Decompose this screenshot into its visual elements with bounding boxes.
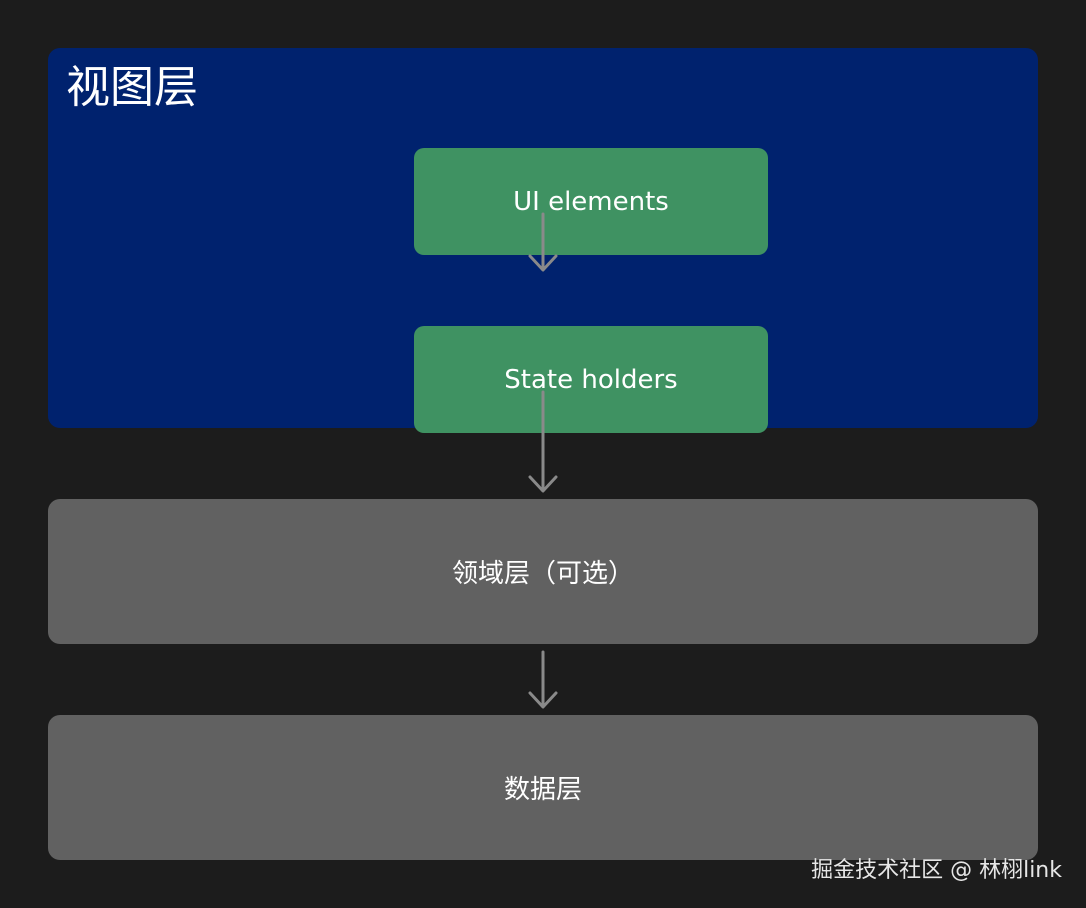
domain-layer: 领域层（可选）	[48, 499, 1038, 644]
ui-elements-node: UI elements	[414, 148, 768, 255]
view-layer: 视图层 UI elements State holders	[48, 48, 1038, 433]
data-layer: 数据层	[48, 715, 1038, 860]
arrow-domain-to-data	[528, 650, 558, 709]
watermark: 掘金技术社区 @ 林栩link	[811, 858, 1062, 883]
view-layer-title: 视图层	[66, 62, 198, 113]
data-layer-label: 数据层	[503, 775, 582, 805]
ui-elements-label: UI elements	[513, 186, 669, 217]
state-holders-label: State holders	[504, 364, 678, 395]
state-holders-node: State holders	[414, 326, 768, 433]
domain-layer-label: 领域层（可选）	[451, 559, 634, 589]
